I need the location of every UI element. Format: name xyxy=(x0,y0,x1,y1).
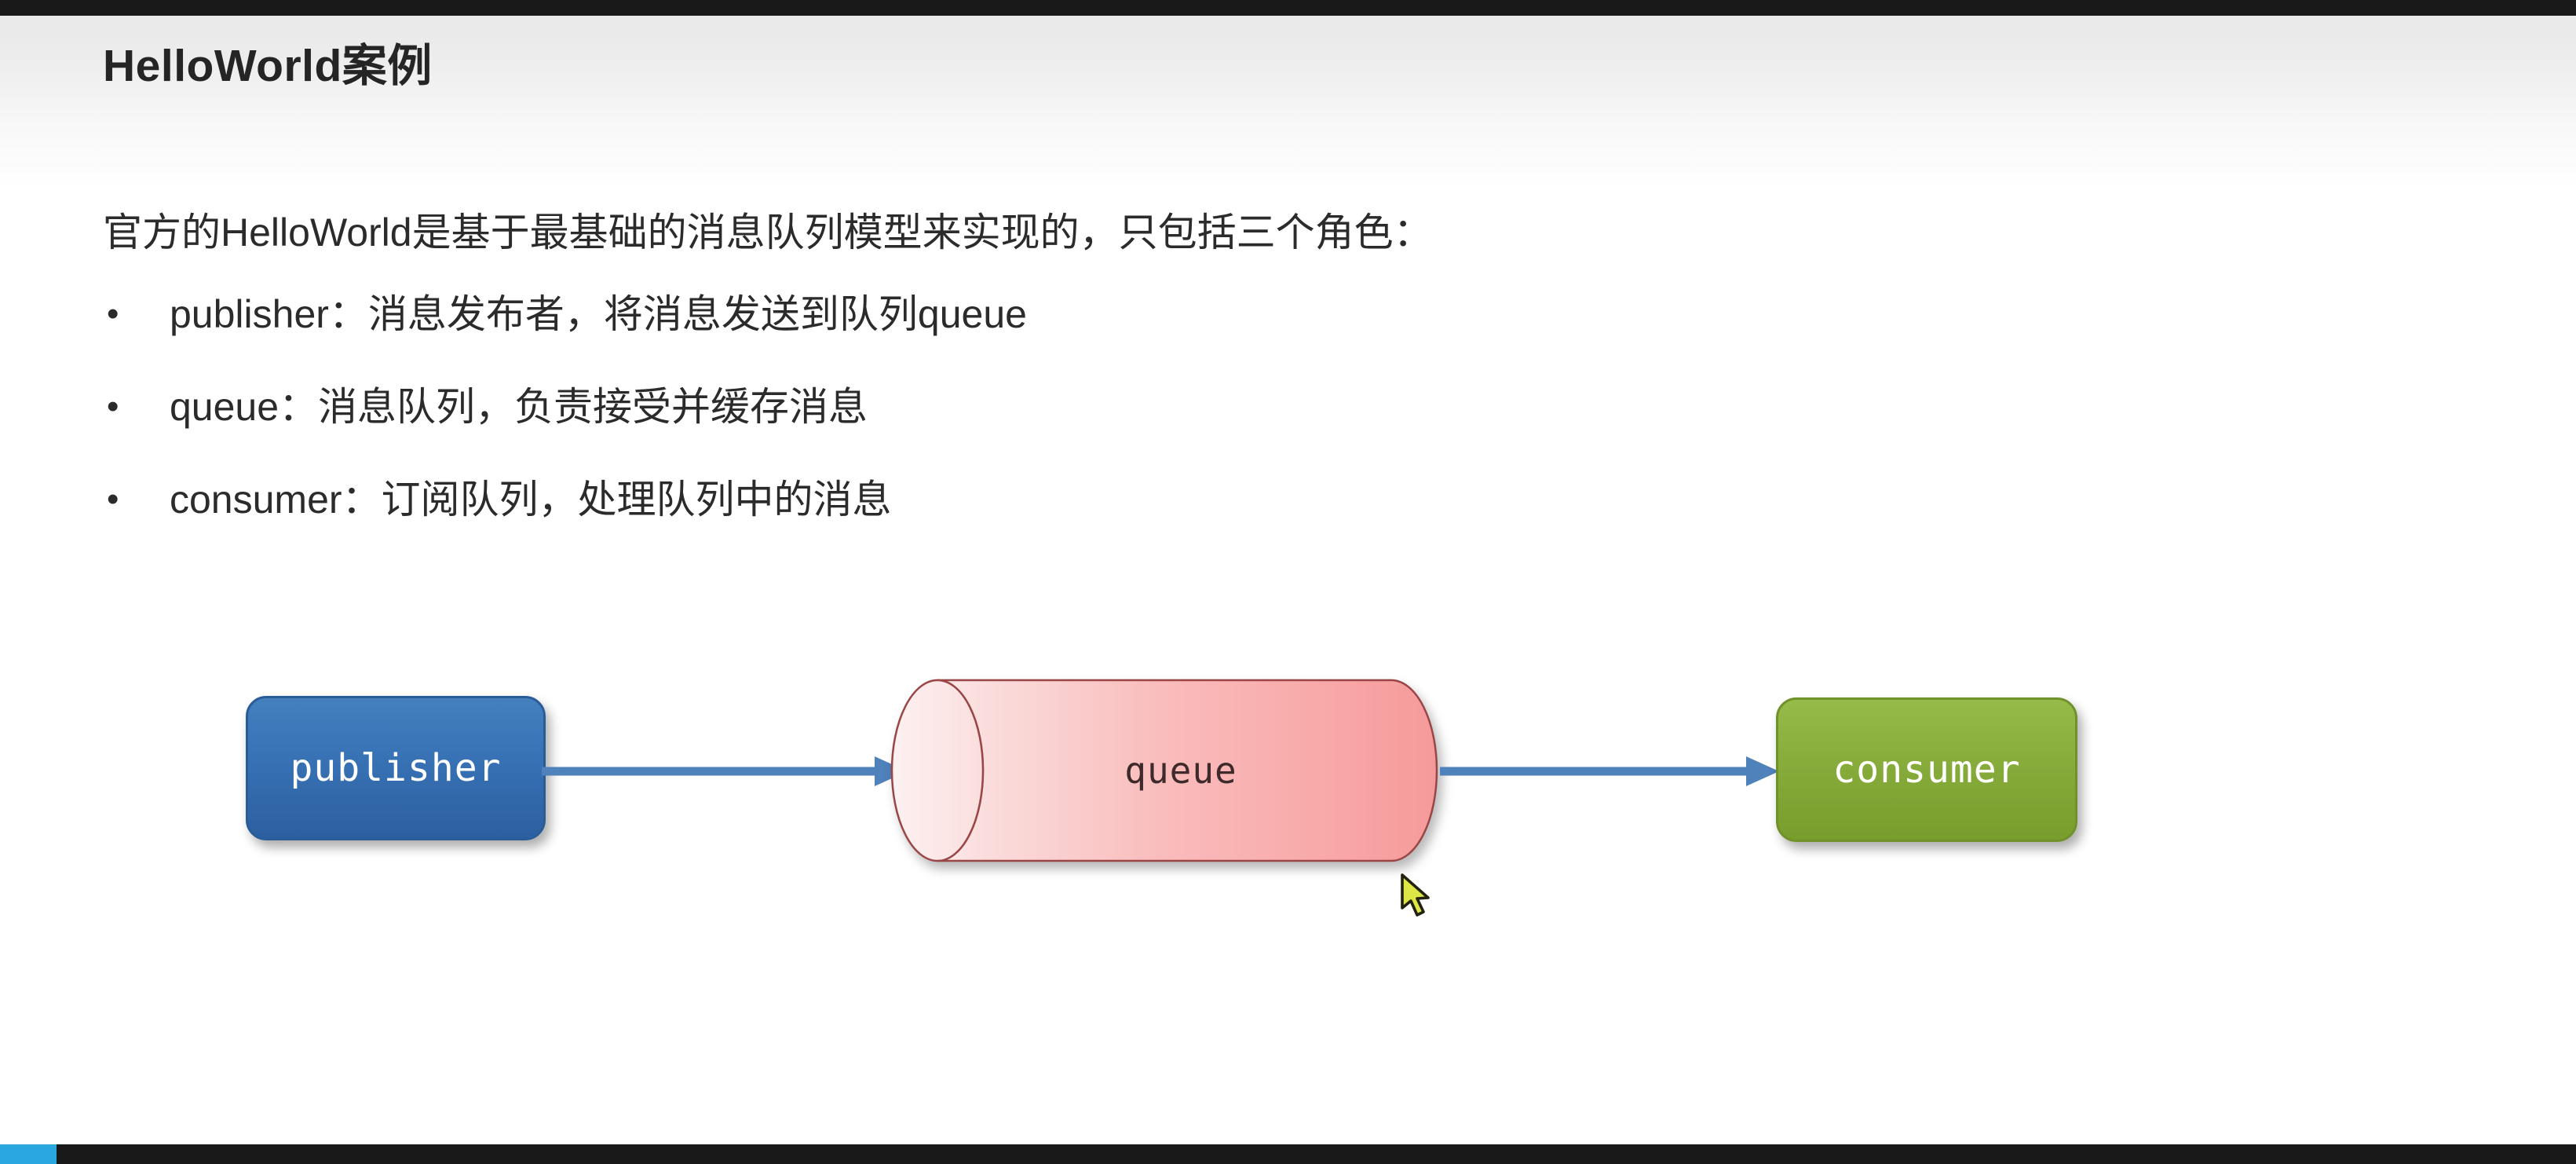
intro-text: 官方的HelloWorld是基于最基础的消息队列模型来实现的，只包括三个角色： xyxy=(103,210,1433,254)
bullet-icon: • xyxy=(107,387,119,426)
bullet-icon: • xyxy=(107,295,119,333)
bullet-icon: • xyxy=(107,480,119,518)
list-item: • queue：消息队列，负责接受并缓存消息 xyxy=(107,385,1027,429)
publisher-node: publisher xyxy=(246,696,546,840)
video-progress-bar[interactable] xyxy=(0,1144,2576,1164)
bullet-text-queue: queue：消息队列，负责接受并缓存消息 xyxy=(170,385,868,429)
mouse-pointer-icon xyxy=(1401,873,1430,917)
arrow-queue-to-consumer-icon xyxy=(1440,756,1779,786)
page-title: HelloWorld案例 xyxy=(103,41,433,91)
publisher-label: publisher xyxy=(290,746,502,790)
consumer-node: consumer xyxy=(1776,697,2077,842)
video-progress-fill xyxy=(0,1144,57,1164)
bullet-text-publisher: publisher：消息发布者，将消息发送到队列queue xyxy=(170,292,1027,336)
list-item: • consumer：订阅队列，处理队列中的消息 xyxy=(107,478,1027,522)
list-item: • publisher：消息发布者，将消息发送到队列queue xyxy=(107,292,1027,336)
consumer-label: consumer xyxy=(1832,748,2021,792)
arrow-publisher-to-queue-icon xyxy=(542,756,908,786)
bullet-text-consumer: consumer：订阅队列，处理队列中的消息 xyxy=(170,478,892,522)
bullet-list: • publisher：消息发布者，将消息发送到队列queue • queue：… xyxy=(107,292,1027,570)
queue-node: queue xyxy=(890,679,1438,862)
video-letterbox-top xyxy=(0,0,2576,16)
queue-label: queue xyxy=(1124,749,1237,792)
